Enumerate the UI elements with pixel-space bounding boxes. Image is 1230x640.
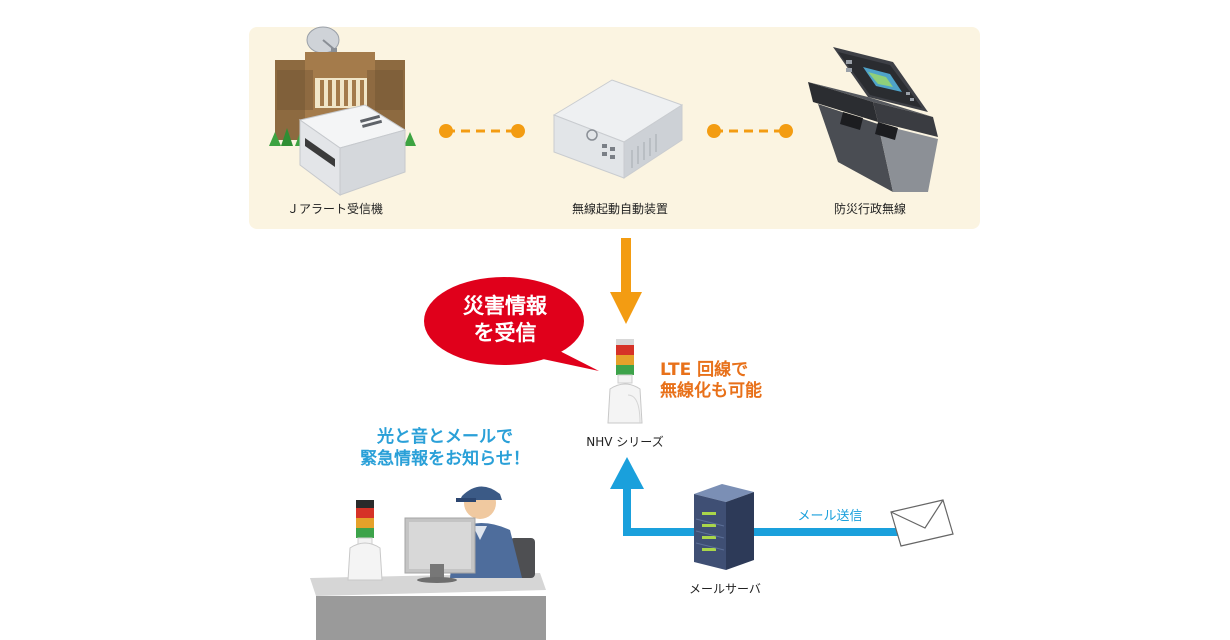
lte-line-1: LTE 回線で: [660, 360, 749, 380]
mail-server-icon: [694, 484, 754, 570]
mail-flow-arrow: [610, 457, 900, 536]
nhv-signal-tower-icon: [607, 339, 643, 424]
connector-dots-1: [439, 124, 525, 138]
bubble-line-2: を受信: [473, 321, 537, 345]
auto-start-device-icon: [552, 79, 684, 179]
notify-note: 光と音とメールで 緊急情報をお知らせ！: [330, 426, 560, 470]
envelope-icon: [890, 499, 954, 547]
j-alert-receiver-icon: [269, 26, 416, 196]
notify-line-2: 緊急情報をお知らせ！: [360, 449, 530, 469]
lte-line-2: 無線化も可能: [660, 381, 762, 401]
nhv-label: NHV シリーズ: [586, 435, 664, 449]
disaster-radio-console-icon: [808, 47, 938, 192]
connector-dots-2: [707, 124, 793, 138]
speech-bubble: [424, 277, 599, 371]
lte-note: LTE 回線で 無線化も可能: [660, 360, 762, 402]
office-worker-scene-icon: [310, 486, 546, 640]
mail-server-label: メールサーバ: [689, 582, 761, 596]
bubble-text: 災害情報 を受信: [444, 293, 566, 347]
bubble-line-1: 災害情報: [463, 294, 547, 318]
auto-device-label: 無線起動自動装置: [571, 202, 668, 216]
notify-line-1: 光と音とメールで: [377, 427, 513, 447]
mail-send-label: メール送信: [797, 509, 863, 524]
bousai-label: 防災行政無線: [833, 202, 906, 216]
down-arrow-icon: [610, 238, 642, 324]
receiver-label: Ｊアラート受信機: [286, 202, 383, 216]
